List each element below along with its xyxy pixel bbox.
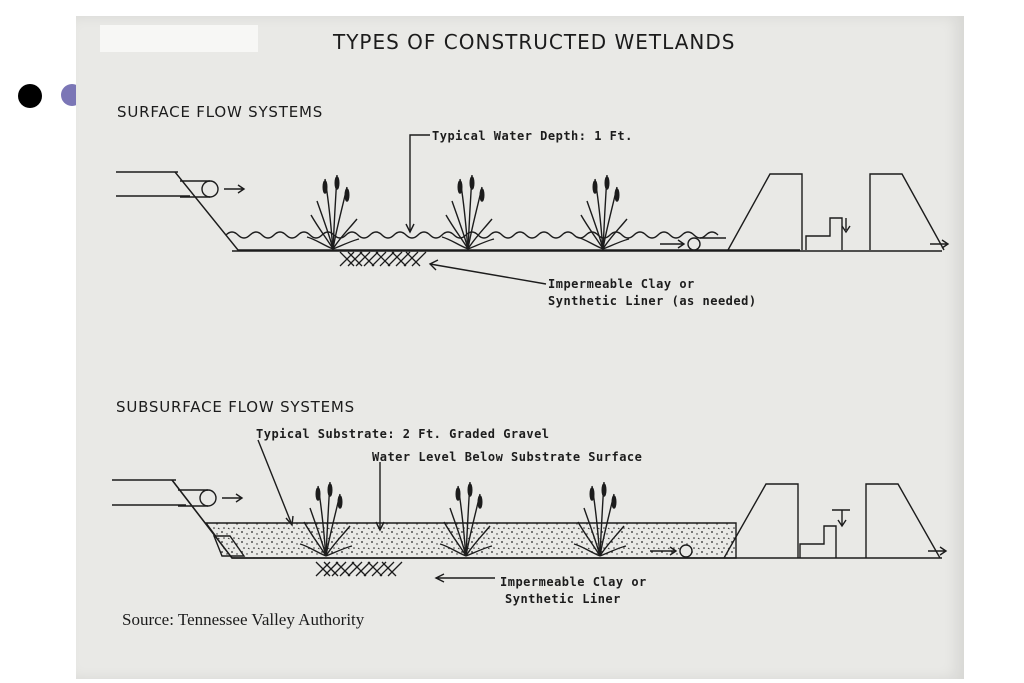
surface-liner-label-line1: Impermeable Clay or: [548, 277, 695, 291]
subsurface-flow-diagram: [112, 439, 948, 583]
water-level-label: Water Level Below Substrate Surface: [372, 450, 643, 464]
source-caption: Source: Tennessee Valley Authority: [122, 610, 365, 629]
slide-bullet-dark: [18, 84, 42, 108]
water-depth-label: Typical Water Depth: 1 Ft.: [432, 129, 633, 143]
scanned-figure: [76, 16, 964, 679]
subsurface-liner-label-line1: Impermeable Clay or: [500, 575, 647, 589]
scan-label-tab: [100, 25, 258, 52]
subsurface-flow-heading: SUBSURFACE FLOW SYSTEMS: [116, 398, 355, 416]
surface-liner-label-line2: Synthetic Liner (as needed): [548, 294, 757, 308]
surface-flow-heading: SURFACE FLOW SYSTEMS: [117, 103, 324, 121]
figure-title: TYPES OF CONSTRUCTED WETLANDS: [333, 30, 736, 54]
substrate-label: Typical Substrate: 2 Ft. Graded Gravel: [256, 427, 550, 441]
subsurface-liner-label-line2: Synthetic Liner: [505, 592, 621, 606]
surface-flow-diagram: [116, 134, 950, 285]
